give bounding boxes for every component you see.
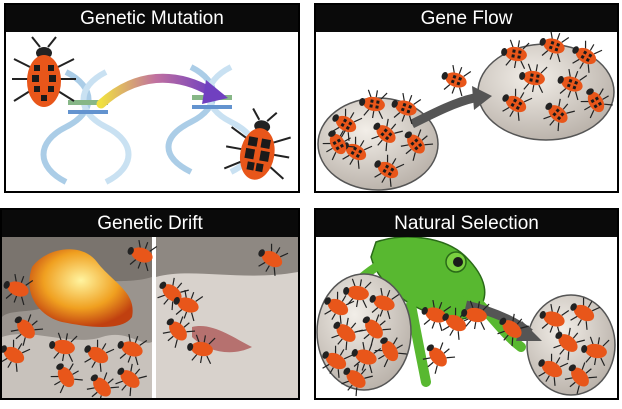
panel-title: Natural Selection	[316, 210, 617, 237]
panel-genetic-drift: Genetic Drift	[0, 208, 300, 400]
panel-title: Genetic Drift	[2, 210, 298, 237]
beetle-icon	[12, 36, 76, 107]
gene-flow-illustration	[316, 32, 617, 191]
lava-flow	[29, 249, 133, 327]
mutation-illustration	[6, 32, 298, 191]
panel-title: Genetic Mutation	[6, 5, 298, 32]
genetic-drift-illustration	[2, 237, 298, 398]
arrow-icon	[409, 86, 492, 129]
panel-gene-flow: Gene Flow	[314, 3, 619, 193]
panel-genetic-mutation: Genetic Mutation	[4, 3, 300, 193]
panel-title: Gene Flow	[316, 5, 617, 32]
panel-natural-selection: Natural Selection	[314, 208, 619, 400]
natural-selection-illustration	[316, 237, 617, 398]
beetle-icon	[223, 108, 291, 180]
arrow-icon	[464, 300, 542, 341]
frog-icon	[339, 237, 526, 387]
arrow-icon	[96, 73, 228, 109]
dna-helix-icon	[40, 69, 132, 185]
